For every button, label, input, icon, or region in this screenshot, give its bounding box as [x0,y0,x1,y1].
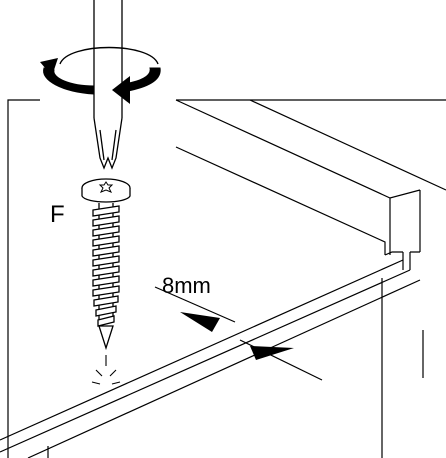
clockwise-rotation-arrow-icon [40,46,161,104]
torx-star-icon [98,181,114,193]
measurement-label: 8mm [162,273,211,298]
dimension-line-right [239,339,323,381]
cabinet-panel [0,99,446,458]
side-panel-right [381,252,411,458]
panel-left-edge [7,99,40,458]
shelf-edge-groove [0,269,411,453]
wood-screw-icon [81,178,131,351]
top-board [175,99,446,255]
measurement-callout [154,286,323,381]
impact-mark-icon [91,355,121,385]
phillips-screwdriver-icon [93,0,123,170]
dimension-line-left [154,286,236,323]
dimension-arrow-right [250,346,294,360]
shelf-edge-top [0,259,404,441]
top-board-thickness [384,251,420,256]
dimension-arrow-left [180,312,220,332]
shelf-edge-bottom [27,279,421,458]
screw-threads [92,205,120,327]
part-letter-label: F [50,201,65,228]
